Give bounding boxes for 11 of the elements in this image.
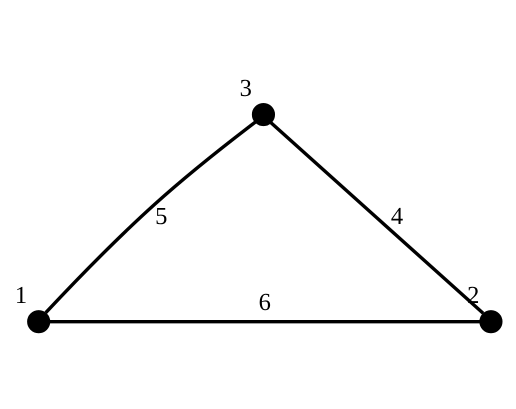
node-circle (27, 310, 50, 334)
connector (50, 320, 480, 324)
edge-label: 6 (258, 288, 271, 316)
edge-label: 4 (390, 203, 404, 230)
node-circle (479, 310, 503, 334)
connector (44, 120, 256, 314)
node-label: 1 (14, 282, 28, 310)
connector (270, 121, 484, 315)
node-circle (252, 103, 276, 126)
edge-label: 5 (155, 203, 168, 230)
node-label: 3 (240, 75, 252, 102)
